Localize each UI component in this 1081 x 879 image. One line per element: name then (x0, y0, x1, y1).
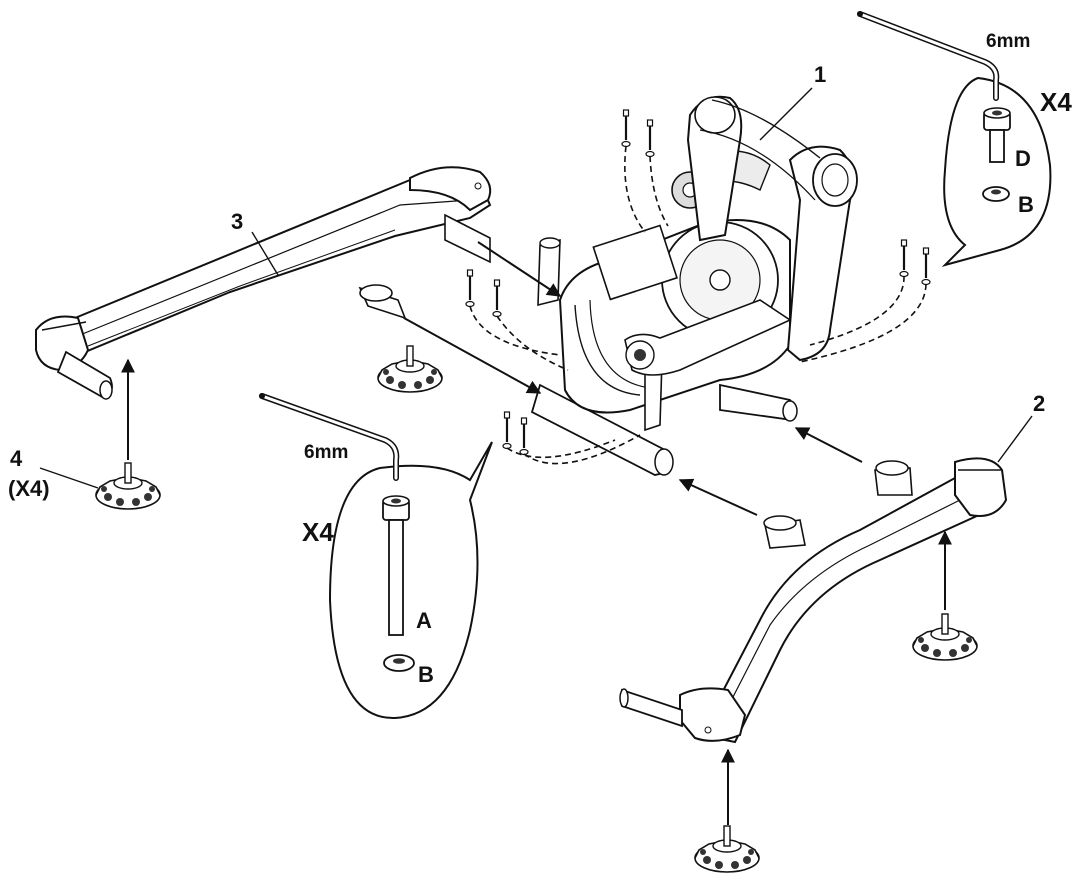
main-frame (530, 95, 858, 476)
front-stabilizer (619, 457, 1008, 744)
rear-stabilizer (35, 166, 492, 400)
wrench-size-label: 6mm (304, 442, 348, 463)
hex-key-icon (259, 393, 400, 481)
alignment-lines (469, 145, 927, 465)
callout-part-3: 3 (231, 209, 243, 234)
washer-label: B (418, 662, 434, 687)
quantity-label: X4 (1040, 87, 1072, 117)
callouts (39, 87, 1033, 489)
callout-part-2: 2 (1033, 391, 1045, 416)
callout-part-4-qty: (X4) (8, 476, 50, 501)
wrench-size-label: 6mm (986, 31, 1030, 52)
callout-part-4: 4 (10, 446, 23, 471)
washer-b-icon (982, 186, 1010, 202)
bolt-d-icon (983, 107, 1011, 163)
hex-key-icon (857, 11, 1000, 101)
detail-bubble-rear: 6mm X4 D B (857, 11, 1072, 267)
detail-bubble-front: 6mm X4 A B (259, 393, 493, 720)
leveling-feet (95, 345, 978, 873)
washer-b-icon (383, 654, 415, 672)
bolt-label: D (1015, 146, 1031, 171)
callout-part-1: 1 (814, 62, 826, 87)
assembly-arrows (121, 241, 952, 825)
bolt-label: A (416, 608, 432, 633)
washer-label: B (1018, 192, 1034, 217)
quantity-label: X4 (302, 517, 334, 547)
bolt-a-icon (382, 495, 410, 636)
